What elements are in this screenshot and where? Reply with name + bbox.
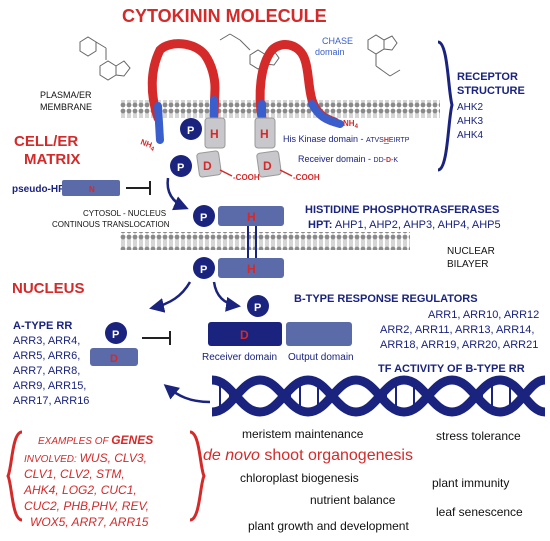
- nuclear-bilayer-label: NUCLEAR BILAYER: [447, 246, 498, 270]
- pseudo-hpt-inhibition: [126, 181, 151, 195]
- receptor-bracket: [437, 40, 454, 172]
- arrow-dna-to-a-type: [163, 384, 211, 404]
- a-type-receiver-d: D: [110, 353, 118, 365]
- hpt-members: HPT: AHP1, AHP2, AHP3, AHP4, AHP5: [308, 219, 501, 231]
- hpt-title: HISTIDINE PHOSPHOTRASFERASES: [305, 204, 499, 216]
- receptor-tm-right-b: [308, 100, 344, 128]
- cooh-label-right: -COOH: [293, 173, 320, 182]
- pseudo-hpt-box: [62, 180, 120, 196]
- genes-line-2: CLV1, CLV2, STM,: [24, 467, 125, 481]
- arrow-receptor-to-hpt: [166, 177, 189, 211]
- a-type-line-1: ARR3, ARR4,: [13, 335, 80, 347]
- phospho-p-2: P: [177, 162, 184, 174]
- genes-line-5: WOX5, ARR7, ARR15: [30, 515, 149, 529]
- tf-activity-label: TF ACTIVITY OF B-TYPE RR: [378, 363, 525, 375]
- phospho-p-a-type: P: [112, 329, 119, 341]
- hpt-h-upper: H: [247, 210, 256, 224]
- chase-domain-label: CHASE domain: [315, 36, 356, 57]
- genes-brace-left: [6, 430, 23, 522]
- a-type-line-5: ARR17, ARR16: [13, 395, 89, 407]
- b-type-line-2: ARR2, ARR11, ARR13, ARR14,: [380, 324, 534, 336]
- b-type-receiver-label: Receiver domain: [202, 352, 277, 363]
- hpt-box-lower: [218, 258, 284, 278]
- phospho-p-hpt-1: P: [200, 212, 207, 224]
- cooh-line-right: [279, 169, 293, 177]
- his-kinase-box-right: [254, 117, 276, 149]
- process-immunity: plant immunity: [432, 476, 509, 490]
- nh4-label-left: NH4: [139, 137, 157, 153]
- b-type-line-1: ARR1, ARR10, ARR12: [428, 309, 539, 321]
- b-type-line-3: ARR18, ARR19, ARR20, ARR21: [380, 339, 538, 351]
- phospho-circle-hpt-1: [193, 205, 215, 227]
- pseudo-hpt-n: N: [89, 185, 95, 194]
- b-type-receiver-d: D: [240, 328, 249, 342]
- process-growth: plant growth and development: [248, 519, 409, 533]
- nucleus-label: NUCLEUS: [12, 280, 85, 297]
- phospho-circle-receptor-1: [180, 118, 202, 140]
- plasma-membrane: [120, 100, 440, 118]
- process-de-novo: de novo shoot organogenesis: [203, 447, 413, 464]
- nuclear-bilayer: [120, 232, 410, 250]
- receiver-d-left: D: [203, 159, 212, 173]
- molecule-sketch-left: [79, 36, 131, 81]
- phospho-circle-hpt-2: [193, 257, 215, 279]
- process-senescence: leaf senescence: [436, 505, 523, 519]
- arrow-hpt-to-b-type: [212, 281, 241, 312]
- plasma-membrane-label: PLASMA/ER MEMBRANE: [40, 90, 94, 112]
- genes-line-1: INVOLVED: WUS, CLV3,: [24, 451, 147, 465]
- process-meristem: meristem maintenance: [242, 427, 364, 441]
- phospho-p-1: P: [187, 125, 194, 137]
- phospho-p-hpt-2: P: [200, 264, 207, 276]
- phospho-p-b-type: P: [254, 302, 261, 314]
- pseudo-hpt-label: pseudo-HPT: [12, 184, 71, 195]
- diagram-title: CYTOKININ MOLECULE: [122, 6, 327, 26]
- molecule-sketch-right: [367, 34, 401, 77]
- a-type-title: A-TYPE RR: [13, 320, 72, 332]
- genes-line-3: AHK4, LOG2, CUC1,: [23, 483, 137, 497]
- receiver-motif: Receiver domain - DD-D-K: [298, 154, 398, 164]
- hpt-h-lower: H: [247, 262, 256, 276]
- receptor-structure-title: RECEPTOR STRUCTURE: [457, 71, 525, 97]
- cytosol-label: CYTOSOL - NUCLEUS CONTINOUS TRANSLOCATIO…: [52, 209, 170, 229]
- genes-brace-right: [189, 430, 206, 522]
- phospho-circle-b-type: [247, 295, 269, 317]
- cooh-line-left: [219, 169, 233, 177]
- receiver-box-left: [196, 150, 222, 178]
- a-type-line-2: ARR5, ARR6,: [13, 350, 80, 362]
- arrow-hpt-to-a-type: [149, 281, 192, 313]
- receptor-loop-left: [147, 39, 220, 123]
- cell-er-matrix-label: CELL/ER MATRIX: [14, 133, 82, 168]
- a-type-receiver-box: [90, 348, 138, 366]
- his-kinase-h-right: H: [260, 127, 269, 141]
- receiver-box-right: [256, 150, 282, 178]
- process-chloroplast: chloroplast biogenesis: [240, 471, 359, 485]
- phospho-circle-a-type: [105, 322, 127, 344]
- his-kinase-motif: His Kinase domain - ATVSHEIRTP: [283, 134, 410, 144]
- b-type-output-box: [286, 322, 352, 346]
- receptor-structure-ahk3: AHK3: [457, 116, 484, 127]
- a-type-inhibition: [142, 331, 171, 345]
- receptor-structure-ahk4: AHK4: [457, 130, 484, 141]
- cooh-label-left: -COOH: [233, 173, 260, 182]
- receiver-d-right: D: [263, 159, 272, 173]
- nh4-label-right: NH4: [343, 119, 359, 130]
- b-type-receiver-box: [208, 322, 282, 346]
- phospho-circle-receptor-2: [170, 155, 192, 177]
- receptor-tm-left-a: [154, 102, 164, 144]
- dna-helix: [211, 375, 546, 417]
- receptor-structure-ahk2: AHK2: [457, 102, 484, 113]
- his-kinase-h-left: H: [210, 127, 219, 141]
- genes-line-4: CUC2, PHB,PHV, REV,: [24, 499, 149, 513]
- his-kinase-box-left: [204, 117, 226, 149]
- b-type-title: B-TYPE RESPONSE REGULATORS: [294, 293, 478, 305]
- process-stress: stress tolerance: [436, 429, 521, 443]
- hpt-box-upper: [218, 206, 284, 226]
- a-type-line-4: ARR9, ARR15,: [13, 380, 86, 392]
- b-type-output-label: Output domain: [288, 352, 354, 363]
- process-nutrient: nutrient balance: [310, 493, 396, 507]
- genes-heading: EXAMPLES OF GENES: [38, 433, 153, 447]
- a-type-line-3: ARR7, ARR8,: [13, 365, 80, 377]
